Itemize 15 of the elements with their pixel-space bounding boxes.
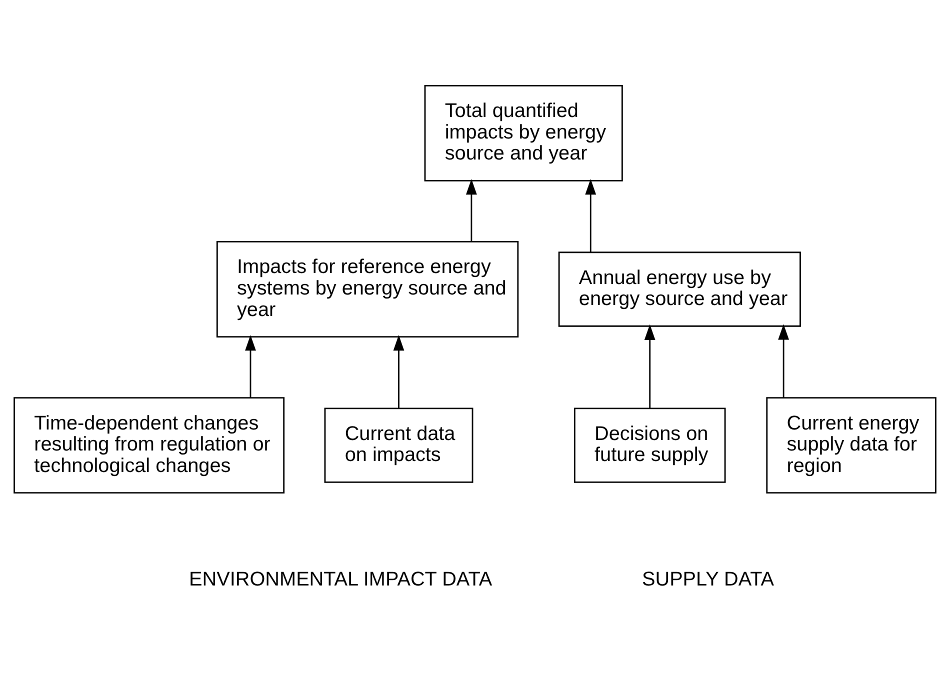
node-box: Decisions on future supply: [574, 408, 726, 483]
node-box: Annual energy use by energy source and year: [558, 252, 801, 327]
node-box: Impacts for reference energy systems by energy source and year: [216, 241, 519, 338]
arrow: [585, 179, 596, 252]
label: ENVIRONMENTAL IMPACT DATA: [189, 568, 492, 590]
node-box: Current energy supply data for region: [766, 397, 936, 494]
label: SUPPLY DATA: [642, 568, 774, 590]
node-box: Total quantified impacts by energy source and year: [424, 84, 623, 182]
arrow: [644, 324, 656, 408]
arrow: [245, 335, 256, 398]
node-box: Time-dependent changes resulting from regulation or technological changes: [14, 397, 285, 494]
arrow: [778, 324, 790, 398]
node-box: Current data on impacts: [324, 408, 474, 483]
arrow: [466, 178, 477, 242]
arrow: [393, 335, 404, 408]
